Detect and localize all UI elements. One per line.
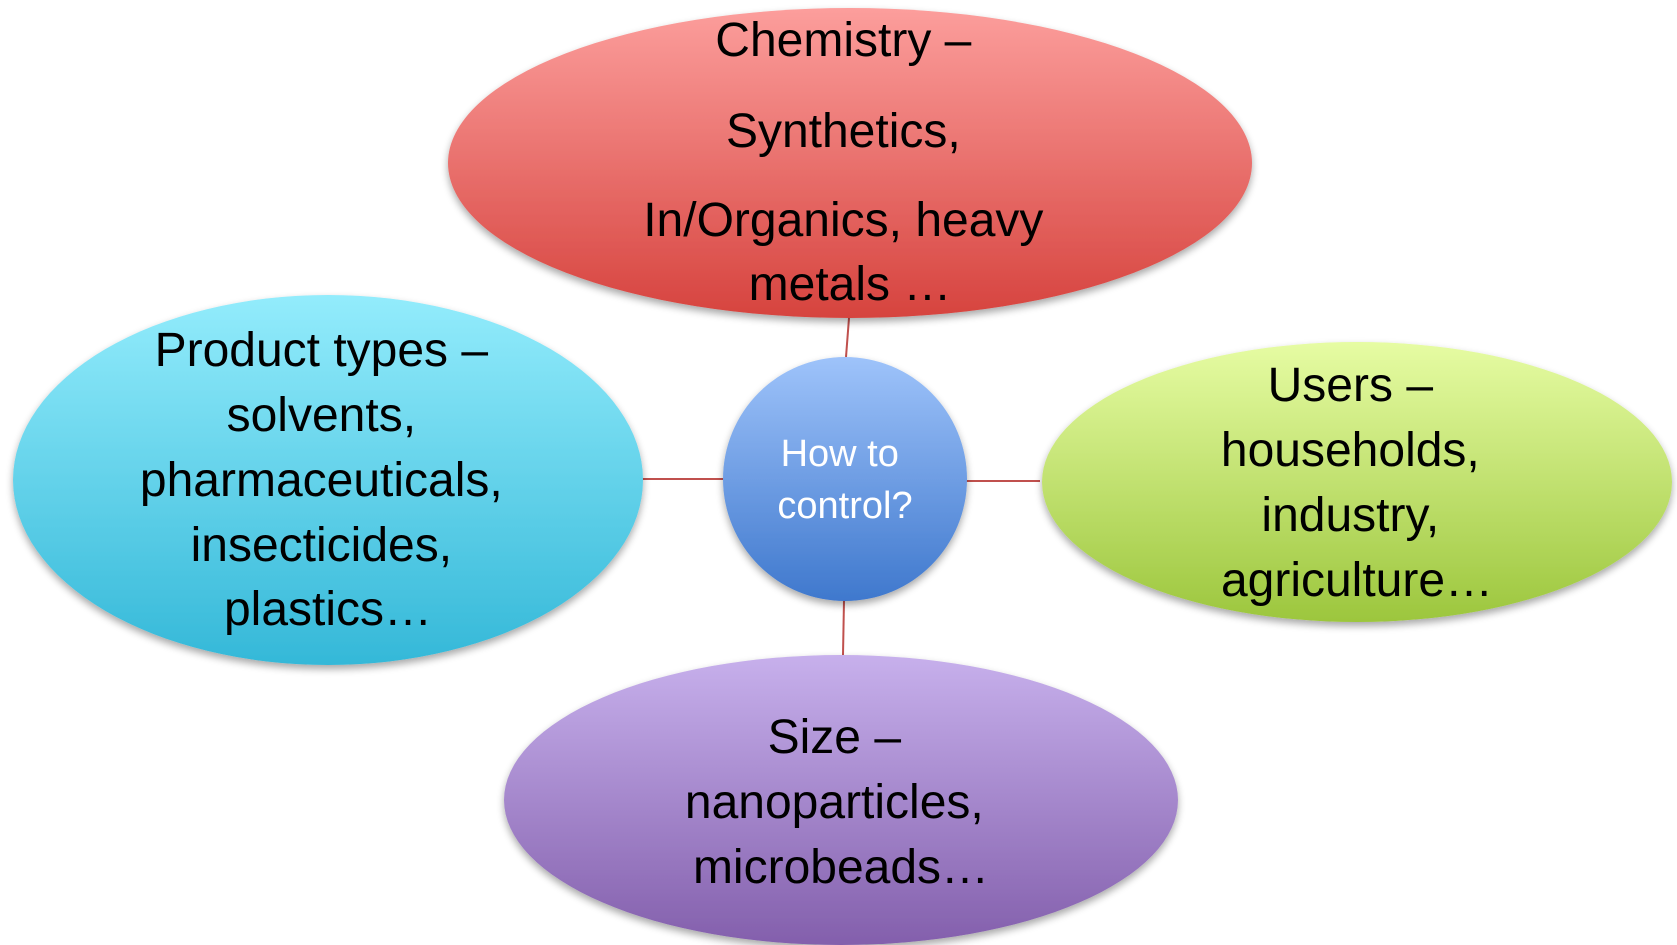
chemistry-line-4: metals … [749, 258, 952, 311]
node-center: How to control? [723, 357, 967, 601]
users-line-2: households, [1221, 424, 1480, 477]
product-types-line-4: insecticides, [191, 519, 452, 572]
svg-text:Size – nanoparticles,: Size – nanoparticles, microbeads… [685, 711, 997, 894]
node-product-types: Product types – solvents, pharmaceutical… [13, 295, 643, 665]
users-line-1: Users – [1268, 359, 1434, 412]
product-types-line-5: plastics… [224, 583, 432, 636]
product-types-line-2: solvents, [227, 389, 416, 442]
product-types-line-1: Product types – [155, 324, 489, 377]
node-chemistry: Chemistry – Synthetics, In/Organics, hea… [448, 8, 1252, 318]
size-line-3: microbeads… [693, 841, 989, 894]
chemistry-line-2: Synthetics, [726, 105, 961, 158]
connector-chemistry [845, 317, 850, 358]
svg-text:Chemistry – Synthetics,: Chemistry – Synthetics, In/Organics, hea… [643, 14, 1057, 311]
chemistry-line-1: Chemistry – [715, 14, 971, 67]
node-size: Size – nanoparticles, microbeads… [504, 655, 1178, 945]
node-users: Users – households, industry, agricultur… [1042, 342, 1672, 622]
svg-text:Users – households,: Users – households, industry, agricultur… [1221, 359, 1493, 607]
svg-text:Product types – solvents: Product types – solvents, pharmaceutical… [140, 324, 516, 636]
center-line-1: How to [781, 433, 899, 475]
users-line-4: agriculture… [1221, 554, 1493, 607]
connector-size [842, 599, 845, 656]
product-types-line-3: pharmaceuticals, [140, 454, 503, 507]
chemistry-line-3: In/Organics, heavy [643, 194, 1043, 247]
size-line-1: Size – [768, 711, 902, 764]
users-line-3: industry, [1261, 489, 1439, 542]
size-line-2: nanoparticles, [685, 776, 984, 829]
svg-text:How to control?: How to control? [777, 433, 912, 527]
center-line-2: control? [777, 485, 912, 527]
